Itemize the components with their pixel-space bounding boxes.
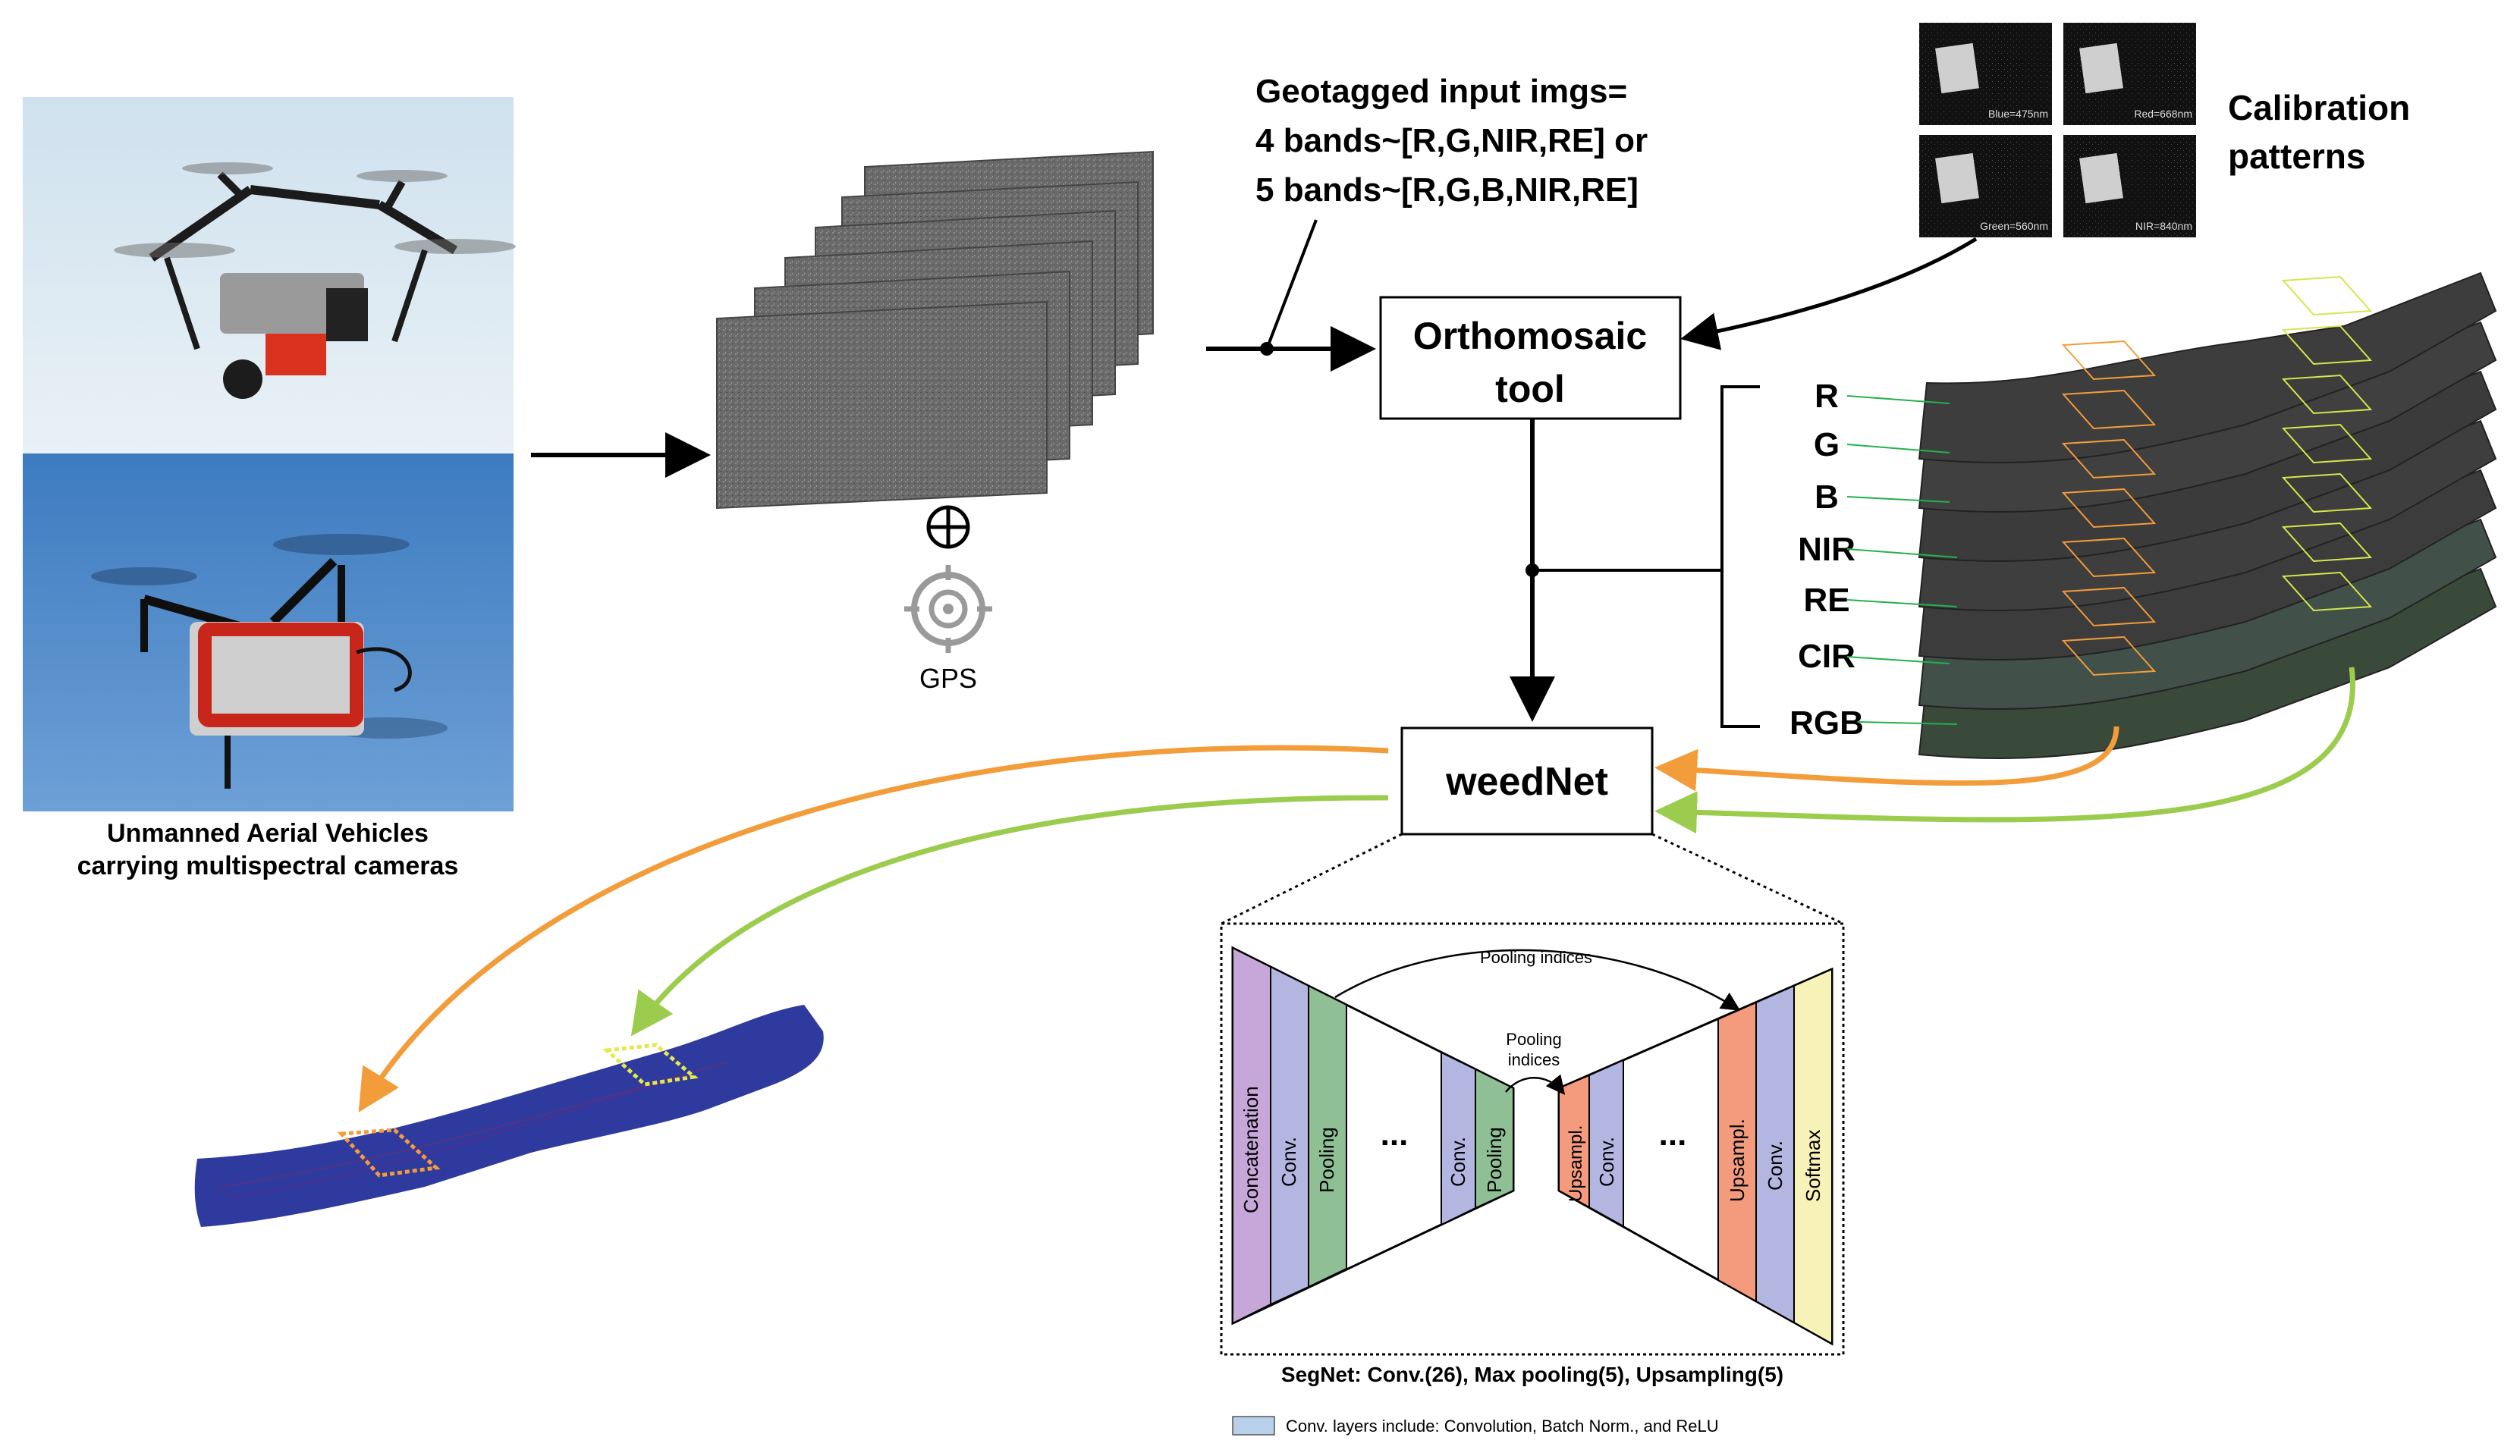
pooling-indices-mid-line2: indices [1508, 1050, 1560, 1069]
pooling-indices-arc-mid [1505, 1074, 1566, 1095]
cal-panel-blue: Blue=475nm [1988, 108, 2048, 120]
segnet-caption: SegNet: Conv.(26), Max pooling(5), Upsam… [1281, 1363, 1783, 1386]
band-re: RE [1803, 582, 1849, 619]
band-cir: CIR [1798, 638, 1855, 675]
arrow-green-to-weednet [1654, 667, 2355, 834]
geotag-connector [1265, 219, 1318, 350]
layer-label-conv-end: Conv. [1764, 1141, 1786, 1191]
orthomosaic-band-stack [1846, 271, 2497, 759]
orthomosaic-tool-box [1379, 296, 1682, 420]
layer-softmax [1793, 968, 1833, 1345]
uav-caption-line1: Unmanned Aerial Vehicles [107, 819, 429, 848]
band-labels: R G B NIR RE CIR RGB [1789, 378, 1864, 742]
ortho-line1: Orthomosaic [1413, 315, 1647, 357]
combine-plus-icon [926, 505, 970, 549]
layer-label-concatenation: Concatenation [1240, 1086, 1262, 1213]
weednet-label: weedNet [1445, 760, 1608, 804]
layer-pooling-1 [1308, 984, 1347, 1288]
band-r: R [1815, 378, 1839, 415]
layer-label-conv-1: Conv. [1277, 1137, 1300, 1187]
geotag-line3: 5 bands~[R,G,B,NIR,RE] [1255, 171, 1639, 209]
calibration-panels: Blue=475nm Red=668nm Green=560nm NIR=840… [1919, 23, 2196, 237]
weed-map-output [194, 1005, 824, 1227]
layer-label-softmax: Softmax [1802, 1130, 1824, 1202]
legend-conv-text: Conv. layers include: Convolution, Batch… [1286, 1417, 1719, 1436]
layer-label-upsampl-end: Upsampl. [1726, 1119, 1749, 1202]
arrow-weednet-to-map-orange [358, 745, 1389, 1112]
weednet-box [1400, 726, 1654, 836]
drone-inspire-icon [114, 162, 516, 350]
cal-panel-green: Green=560nm [1980, 220, 2048, 232]
band-b: B [1815, 479, 1839, 516]
cal-panel-nir: NIR=840nm [2135, 220, 2192, 232]
layer-label-pooling-mid: Pooling [1483, 1127, 1506, 1193]
gps-target-icon [904, 565, 992, 653]
band-rgb: RGB [1789, 704, 1864, 742]
layer-label-upsampl-mid: Upsampl. [1566, 1125, 1586, 1202]
ortho-line2: tool [1495, 368, 1565, 410]
arrow-calibration-to-ortho [1680, 237, 1978, 350]
layer-label-conv-mid: Conv. [1447, 1137, 1469, 1187]
layer-label-pooling-1: Pooling [1315, 1127, 1338, 1193]
pooling-indices-mid-line1: Pooling [1506, 1030, 1561, 1049]
layer-label-conv-dec-mid: Conv. [1595, 1137, 1618, 1187]
uav-photo-bottom [23, 453, 514, 811]
layer-pooling-mid [1475, 1068, 1514, 1210]
uav-photo-top [23, 97, 516, 453]
uav-caption-line2: carrying multispectral cameras [77, 852, 459, 880]
geotag-line2: 4 bands~[R,G,NIR,RE] or [1255, 122, 1648, 159]
segnet-frame [1220, 922, 1845, 1356]
arrow-weednet-to-map-green [630, 795, 1389, 1037]
ellipsis-right: ... [1659, 1116, 1687, 1153]
gps-label: GPS [919, 663, 977, 694]
ellipsis-left: ... [1381, 1116, 1409, 1153]
arrow-orange-to-weednet [1654, 726, 2119, 792]
calibration-title-line2: patterns [2228, 136, 2365, 176]
geotag-line1: Geotagged input imgs= [1255, 73, 1627, 110]
cal-panel-red: Red=668nm [2134, 108, 2192, 120]
band-nir: NIR [1798, 531, 1855, 568]
calibration-title-line1: Calibration [2228, 88, 2410, 127]
input-image-stack [716, 150, 1154, 510]
band-g: G [1814, 426, 1840, 463]
pooling-indices-top-label: Pooling indices [1480, 948, 1592, 967]
band-bracket [1720, 385, 1760, 728]
pooling-indices-arc-top [1334, 949, 1741, 1011]
layer-conv-dec-mid [1588, 1059, 1624, 1228]
layer-conv-1 [1270, 965, 1309, 1306]
legend-swatch-conv [1232, 1416, 1275, 1436]
